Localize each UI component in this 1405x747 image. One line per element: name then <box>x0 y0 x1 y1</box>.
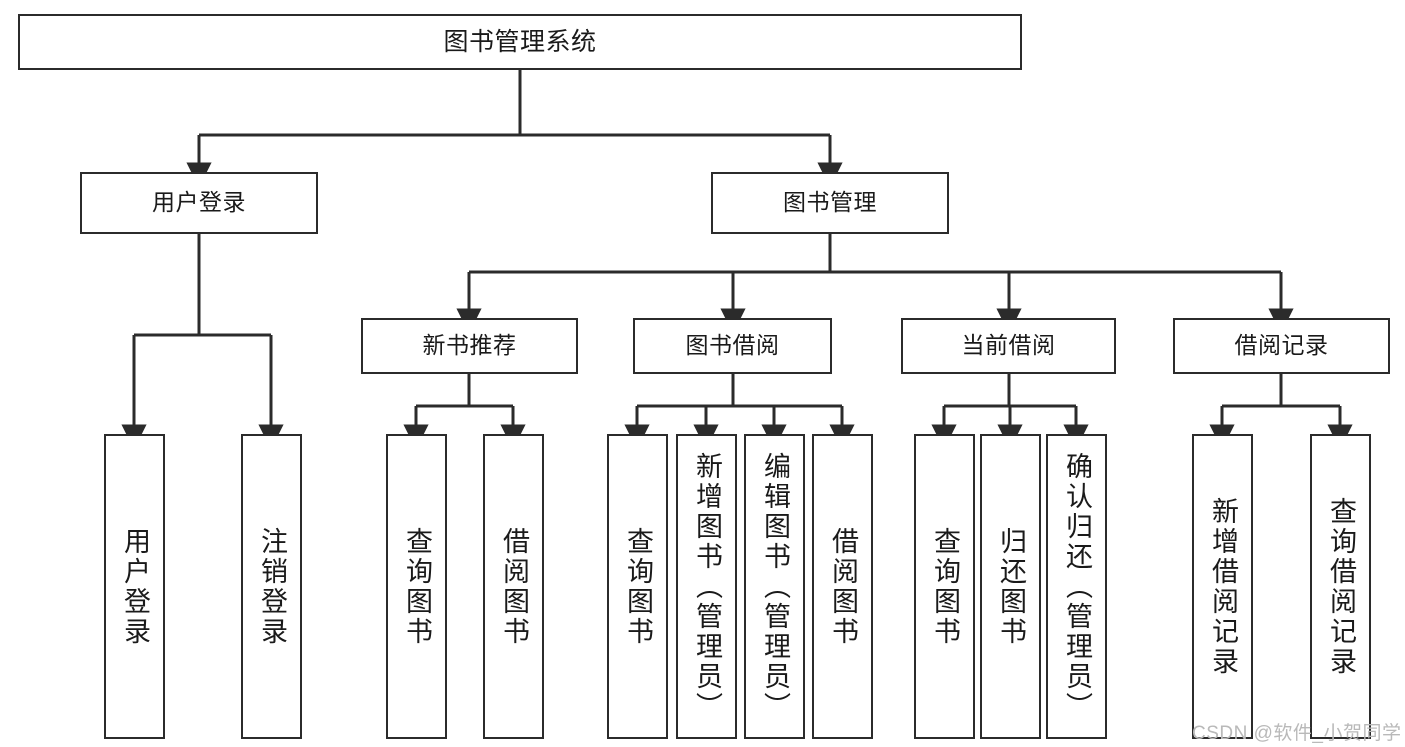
node-borrow-records[interactable]: 借阅记录 <box>1173 318 1390 374</box>
leaf-node[interactable]: 新增借阅记录 <box>1192 434 1253 739</box>
node-book-management[interactable]: 图书管理 <box>711 172 949 234</box>
leaf-node[interactable]: 新增图书（管理员） <box>676 434 737 739</box>
leaf-node-label: 新增图书（管理员） <box>692 451 722 722</box>
node-current-borrow-label: 当前借阅 <box>961 332 1056 359</box>
watermark: CSDN @软件_小贺同学 <box>1192 723 1402 744</box>
leaf-node[interactable]: 查询图书 <box>607 434 668 739</box>
node-user-login-label: 用户登录 <box>152 189 246 216</box>
leaf-node-label: 新增借阅记录 <box>1208 496 1238 677</box>
leaf-node-label: 查询图书 <box>623 526 653 647</box>
leaf-node[interactable]: 查询图书 <box>386 434 447 739</box>
leaf-node[interactable]: 编辑图书（管理员） <box>744 434 805 739</box>
leaf-node[interactable]: 查询借阅记录 <box>1310 434 1371 739</box>
node-book-borrow[interactable]: 图书借阅 <box>633 318 832 374</box>
node-root[interactable]: 图书管理系统 <box>18 14 1022 70</box>
leaf-node[interactable]: 查询图书 <box>914 434 975 739</box>
node-book-management-label: 图书管理 <box>783 189 877 216</box>
leaf-node-label: 借阅图书 <box>499 526 529 647</box>
leaf-node-label: 注销登录 <box>257 526 287 647</box>
leaf-node[interactable]: 注销登录 <box>241 434 302 739</box>
edges-newbooks-to-leaves <box>403 374 526 450</box>
edges-records-to-leaves <box>1209 374 1353 450</box>
edges-borrow-to-leaves <box>624 374 855 450</box>
edges-current-to-leaves <box>931 374 1089 450</box>
node-new-book-recommend-label: 新书推荐 <box>422 332 517 359</box>
node-borrow-records-label: 借阅记录 <box>1234 332 1329 359</box>
leaf-node-label: 归还图书 <box>996 526 1026 647</box>
leaf-node[interactable]: 用户登录 <box>104 434 165 739</box>
leaf-node-label: 确认归还（管理员） <box>1062 451 1092 722</box>
edges-userlogin-to-leaves <box>121 234 284 450</box>
node-new-book-recommend[interactable]: 新书推荐 <box>361 318 578 374</box>
leaf-node-label: 用户登录 <box>120 526 150 647</box>
node-root-label: 图书管理系统 <box>443 28 597 56</box>
edges-root-to-level2 <box>186 70 843 188</box>
leaf-node[interactable]: 借阅图书 <box>812 434 873 739</box>
node-current-borrow[interactable]: 当前借阅 <box>901 318 1116 374</box>
leaf-node[interactable]: 借阅图书 <box>483 434 544 739</box>
leaf-node[interactable]: 确认归还（管理员） <box>1046 434 1107 739</box>
node-user-login[interactable]: 用户登录 <box>80 172 318 234</box>
leaf-node-label: 编辑图书（管理员） <box>760 451 790 722</box>
leaf-node-label: 借阅图书 <box>828 526 858 647</box>
edges-booksmgmt-to-level3 <box>456 234 1294 334</box>
leaf-node-label: 查询借阅记录 <box>1326 496 1356 677</box>
node-book-borrow-label: 图书借阅 <box>685 332 780 359</box>
leaf-node-label: 查询图书 <box>930 526 960 647</box>
leaf-node-label: 查询图书 <box>402 526 432 647</box>
leaf-node[interactable]: 归还图书 <box>980 434 1041 739</box>
